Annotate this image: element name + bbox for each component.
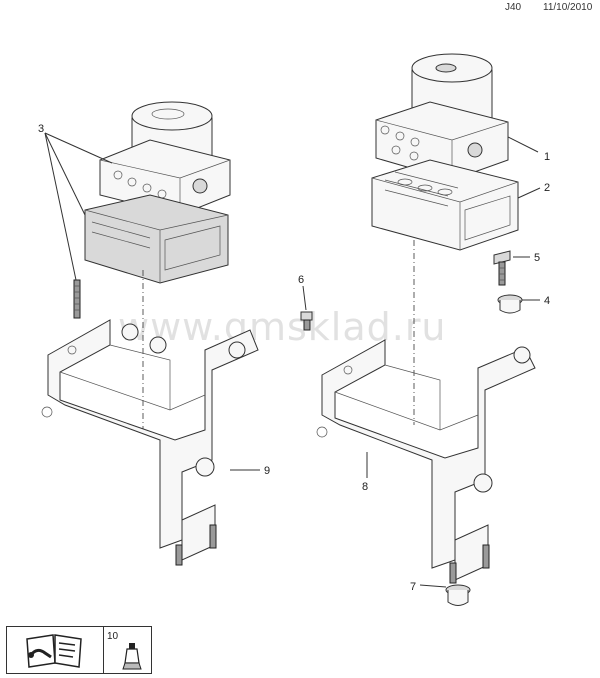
- right-abs-module: [371, 53, 519, 251]
- callout-8: 8: [362, 481, 368, 493]
- callout-5: 5: [534, 252, 540, 264]
- grommet-7: [445, 584, 471, 606]
- callout-7: 7: [410, 581, 416, 593]
- legend-box: 10: [6, 626, 152, 674]
- diagram-date: 11/10/2010: [543, 2, 593, 13]
- legend-icon-cell: [7, 627, 104, 673]
- watermark: www.gmsklad.ru: [118, 305, 447, 349]
- leader-lines: [44, 132, 541, 588]
- callout-9: 9: [264, 465, 270, 477]
- legend-ref-number: 10: [107, 631, 119, 642]
- diagram-code: J40: [505, 2, 522, 13]
- right-bracket: [316, 339, 536, 584]
- bolt-6: [300, 311, 313, 331]
- callout-4: 4: [544, 295, 550, 307]
- grease-tube-icon: [122, 643, 142, 670]
- left-bracket: [41, 319, 259, 566]
- bolt-5: [493, 250, 511, 286]
- callout-1: 1: [544, 151, 550, 163]
- callout-3: 3: [38, 123, 44, 135]
- service-manual-icon: [26, 634, 82, 668]
- left-abs-module: [73, 101, 231, 319]
- callout-2: 2: [544, 182, 550, 194]
- grommet-4: [497, 294, 523, 314]
- callout-6: 6: [298, 274, 304, 286]
